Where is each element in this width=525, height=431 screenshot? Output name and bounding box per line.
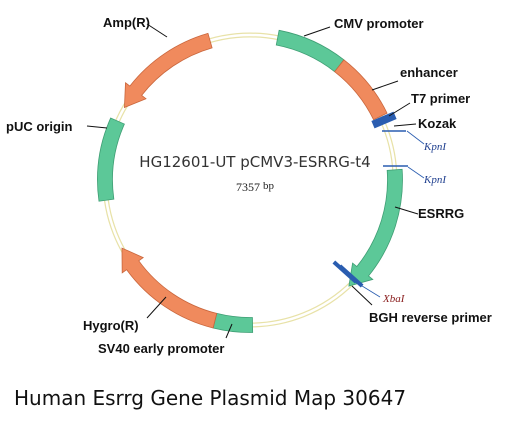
leader-cmv xyxy=(303,26,331,37)
leader-amp xyxy=(146,23,168,38)
feature-cmv-promoter[interactable] xyxy=(275,29,345,73)
label-hygro-r: Hygro(R) xyxy=(83,318,139,333)
feature-enhancer[interactable] xyxy=(334,59,388,121)
label-sv40-early-promoter: SV40 early promoter xyxy=(98,341,224,356)
feature-bgh-reverse-primer-b[interactable] xyxy=(338,264,364,288)
leader-kozak xyxy=(393,123,417,127)
label-site-kpni-2: KpnI xyxy=(423,174,447,186)
label-site-kpni-1: KpnI xyxy=(423,141,447,153)
feature-esrrg[interactable] xyxy=(348,168,403,287)
label-bgh-reverse-primer: BGH reverse primer xyxy=(369,310,492,325)
leader-esrrg xyxy=(394,206,419,215)
plasmid-name: HG12601-UT pCMV3-ESRRG-t4 xyxy=(139,153,370,171)
label-t7-primer: T7 primer xyxy=(411,91,470,106)
leader-kpni-2 xyxy=(407,166,425,179)
leader-xbai xyxy=(353,280,381,298)
label-amp-r: Amp(R) xyxy=(103,15,150,30)
leader-kpni-1 xyxy=(406,130,425,145)
map-caption: Human Esrrg Gene Plasmid Map 30647 xyxy=(14,386,407,410)
leader-t7 xyxy=(388,102,411,117)
leader-hygro xyxy=(146,296,167,319)
feature-puc-origin[interactable] xyxy=(97,117,125,202)
leader-enhancer xyxy=(371,80,399,91)
label-cmv-promoter: CMV promoter xyxy=(334,16,424,31)
feature-hygro-r[interactable] xyxy=(121,247,218,329)
leader-puc xyxy=(86,125,108,129)
feature-amp-r[interactable] xyxy=(124,32,213,109)
leader-bgh xyxy=(351,285,373,306)
leader-sv40 xyxy=(225,323,233,339)
plasmid-size-unit: bp xyxy=(263,180,275,192)
label-puc-origin: pUC origin xyxy=(6,119,72,134)
feature-sv40-early-promoter[interactable] xyxy=(212,312,254,333)
feature-t7-primer[interactable] xyxy=(371,111,397,129)
label-site-xbai: XbaI xyxy=(382,293,406,305)
label-esrrg: ESRRG xyxy=(418,206,464,221)
label-enhancer: enhancer xyxy=(400,65,458,80)
label-kozak: Kozak xyxy=(418,116,457,131)
plasmid-size-value: 7357 xyxy=(236,180,260,194)
